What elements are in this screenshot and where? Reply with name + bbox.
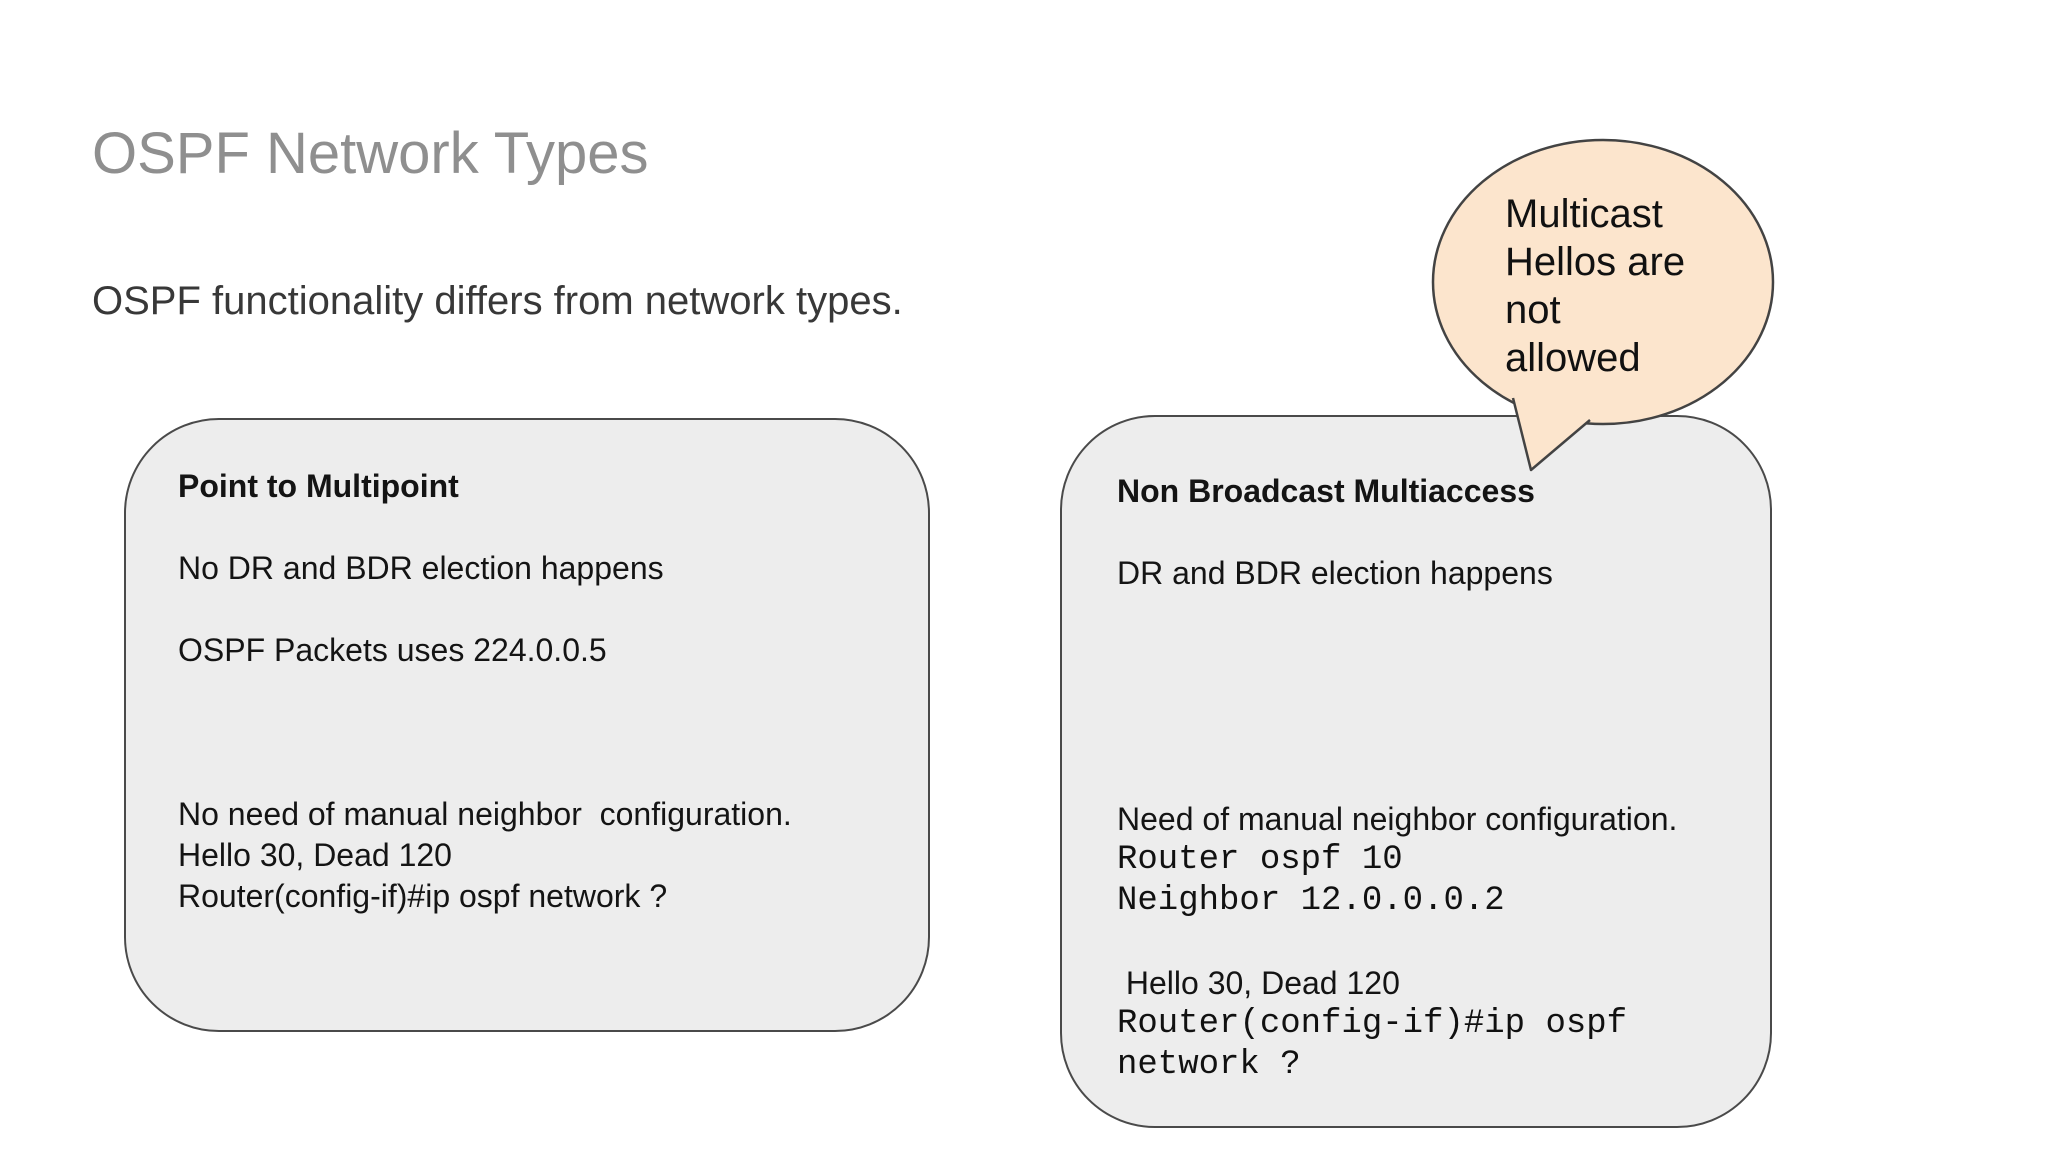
speech-bubble-ellipse — [1431, 138, 1775, 426]
point-to-multipoint-content: Point to Multipoint No DR and BDR electi… — [126, 420, 928, 917]
left-box-line-neighbor-config: No need of manual neighbor configuration… — [178, 796, 792, 832]
right-box-cmd-neighbor: Neighbor 12.0.0.0.2 — [1117, 882, 1505, 920]
non-broadcast-multiaccess-content: Non Broadcast Multiaccess DR and BDR ele… — [1062, 417, 1770, 1086]
right-box-cmd-network: network ? — [1117, 1046, 1301, 1084]
left-box-line-command: Router(config-if)#ip ospf network ? — [178, 878, 668, 914]
speech-bubble — [1431, 138, 1775, 472]
speech-bubble-text: Multicast Hellos are not allowed — [1505, 192, 1686, 380]
left-box-line-dr-election: No DR and BDR election happens — [178, 550, 664, 586]
left-box-line-packets: OSPF Packets uses 224.0.0.5 — [178, 632, 607, 668]
slide-subtitle: OSPF functionality differs from network … — [92, 279, 903, 323]
right-box-cmd-router-ospf: Router ospf 10 — [1117, 841, 1403, 879]
right-box-heading: Non Broadcast Multiaccess — [1117, 473, 1535, 509]
page-title: OSPF Network Types — [92, 121, 649, 186]
point-to-multipoint-box: Point to Multipoint No DR and BDR electi… — [124, 418, 930, 1032]
non-broadcast-multiaccess-box: Non Broadcast Multiaccess DR and BDR ele… — [1060, 415, 1772, 1128]
left-box-heading: Point to Multipoint — [178, 468, 459, 504]
right-box-cmd-ip-ospf: Router(config-if)#ip ospf — [1117, 1005, 1628, 1043]
right-box-line-neighbor-config: Need of manual neighbor configuration. — [1117, 801, 1678, 837]
speech-bubble-tail — [1511, 397, 1591, 472]
left-box-line-hello-dead: Hello 30, Dead 120 — [178, 837, 452, 873]
right-box-line-dr-election: DR and BDR election happens — [1117, 555, 1553, 591]
right-box-line-hello-dead: Hello 30, Dead 120 — [1117, 965, 1400, 1001]
